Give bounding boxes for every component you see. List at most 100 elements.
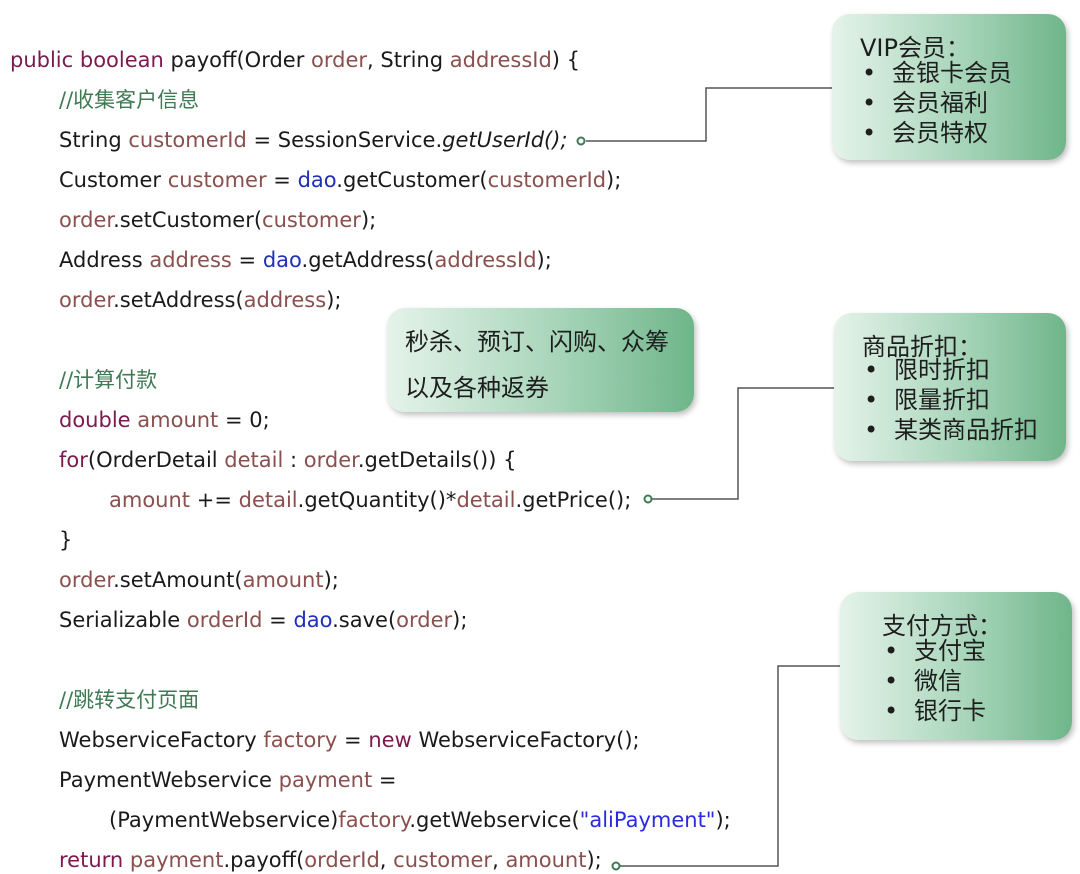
list-item: 限时折扣 [862,355,1038,385]
get-webservice-call: .getWebservice( [409,808,580,832]
set-amount-call: .setAmount( [113,568,243,592]
save-call: .save( [332,608,397,632]
param-string-type: , String [367,48,444,72]
connector-dot-vip [576,136,586,146]
call-end: ); [536,248,552,272]
assign-op: = [238,248,257,272]
get-address-call: .getAddress( [301,248,435,272]
code-line-set-address: order.setAddress(address); [59,286,341,314]
code-line-for: for(OrderDetail detail : order.getDetail… [59,446,516,474]
plus-assign-op: += [196,488,232,512]
set-address-call: .setAddress( [113,288,244,312]
code-line-factory: WebserviceFactory factory = new Webservi… [59,726,640,754]
type-string: String [59,128,122,152]
connector-dot-discount [643,494,653,504]
payoff-call: .payoff( [223,848,305,872]
list-item: 金银卡会员 [860,58,1012,88]
var-orderid: orderId [186,608,263,632]
var-customer: customer [167,168,267,192]
keyword-double: double [59,408,131,432]
comment-calc-payment: //计算付款 [59,368,158,392]
list-item: 限量折扣 [862,385,1038,415]
assign-op: = [269,608,287,632]
field-dao: dao [293,608,333,632]
comma: , [379,848,387,872]
type-address: Address [59,248,143,272]
type-paymentwebservice: PaymentWebservice [59,768,272,792]
set-customer-call: .setCustomer( [113,208,263,232]
type-webservicefactory: WebserviceFactory [59,728,257,752]
var-factory: factory [338,808,410,832]
callout-promotions: 秒杀、预订、闪购、众筹 以及各种返券 [387,308,694,412]
var-payment: payment [278,768,373,792]
keyword-new: new [368,728,412,752]
code-line-set-amount: order.setAmount(amount); [59,566,339,594]
get-user-id-call: getUserId(); [442,128,568,152]
get-customer-call: .getCustomer( [336,168,488,192]
var-order: order [59,288,114,312]
factory-constructor: WebserviceFactory(); [418,728,640,752]
call-end: ); [715,808,731,832]
colon: : [290,448,298,472]
var-detail: detail [456,488,516,512]
code-line-close-brace: } [59,528,73,552]
keyword-return: return [59,848,124,872]
assign-zero: = 0; [224,408,270,432]
callout-discount-list: 限时折扣 限量折扣 某类商品折扣 [862,355,1038,445]
arg-amount: amount [505,848,587,872]
code-line-accumulate: amount += detail.getQuantity()*detail.ge… [109,486,631,514]
code-line-address: Address address = dao.getAddress(address… [59,246,552,274]
code-line-customer: Customer customer = dao.getCustomer(cust… [59,166,621,194]
arg-amount: amount [242,568,324,592]
list-item: 会员特权 [860,118,1012,148]
var-amount: amount [109,488,191,512]
connector-dot-payment [611,861,621,871]
cast-paymentwebservice: (PaymentWebservice) [109,808,339,832]
list-item: 微信 [882,666,986,696]
code-line-payment-decl: PaymentWebservice payment = [59,766,396,794]
callout-payment: 支付方式： 支付宝 微信 银行卡 [840,592,1072,740]
call-end: ); [326,288,342,312]
type-serializable: Serializable [59,608,181,632]
comma: , [492,848,499,872]
keyword-for: for [59,448,88,472]
connector-vip [586,87,832,142]
string-alipayment: "aliPayment" [579,808,716,832]
arg-orderid: orderId [304,848,380,872]
code-line-customerid: String customerId = SessionService.getUs… [59,126,568,154]
var-detail: detail [224,448,284,472]
call-end: ); [606,168,622,192]
call-end: ); [586,848,602,872]
signature-end: ) { [551,48,581,72]
code-line-signature: public boolean payoff(Order order, Strin… [10,46,580,74]
callout-payment-list: 支付宝 微信 银行卡 [882,636,986,726]
comment-collect-customer: //收集客户信息 [59,88,200,112]
var-order: order [59,568,114,592]
session-service: = SessionService. [253,128,443,152]
get-price-call: .getPrice(); [515,488,632,512]
assign-op: = [344,728,362,752]
callout-vip-list: 金银卡会员 会员福利 会员特权 [860,58,1012,148]
call-end: ); [323,568,339,592]
param-order: order [311,48,368,72]
var-address: address [149,248,232,272]
var-payment: payment [129,848,224,872]
code-line-return: return payment.payoff(orderId, customer,… [59,846,602,874]
arg-addressid: addressId [434,248,537,272]
connector-payment [620,665,840,867]
type-orderdetail: (OrderDetail [87,448,218,472]
assign-op: = [273,168,291,192]
var-detail: detail [238,488,298,512]
arg-order: order [396,608,453,632]
assign-op: = [378,768,397,792]
code-line-set-customer: order.setCustomer(customer); [59,206,376,234]
call-end: ); [360,208,377,232]
list-item: 会员福利 [860,88,1012,118]
keyword-public: public [10,48,74,72]
callout-discount: 商品折扣： 限时折扣 限量折扣 某类商品折扣 [834,313,1066,461]
get-quantity-call: .getQuantity()* [297,488,457,512]
arg-address: address [243,288,327,312]
var-amount: amount [137,408,219,432]
connector-discount [652,387,834,500]
code-line-amount: double amount = 0; [59,406,270,434]
